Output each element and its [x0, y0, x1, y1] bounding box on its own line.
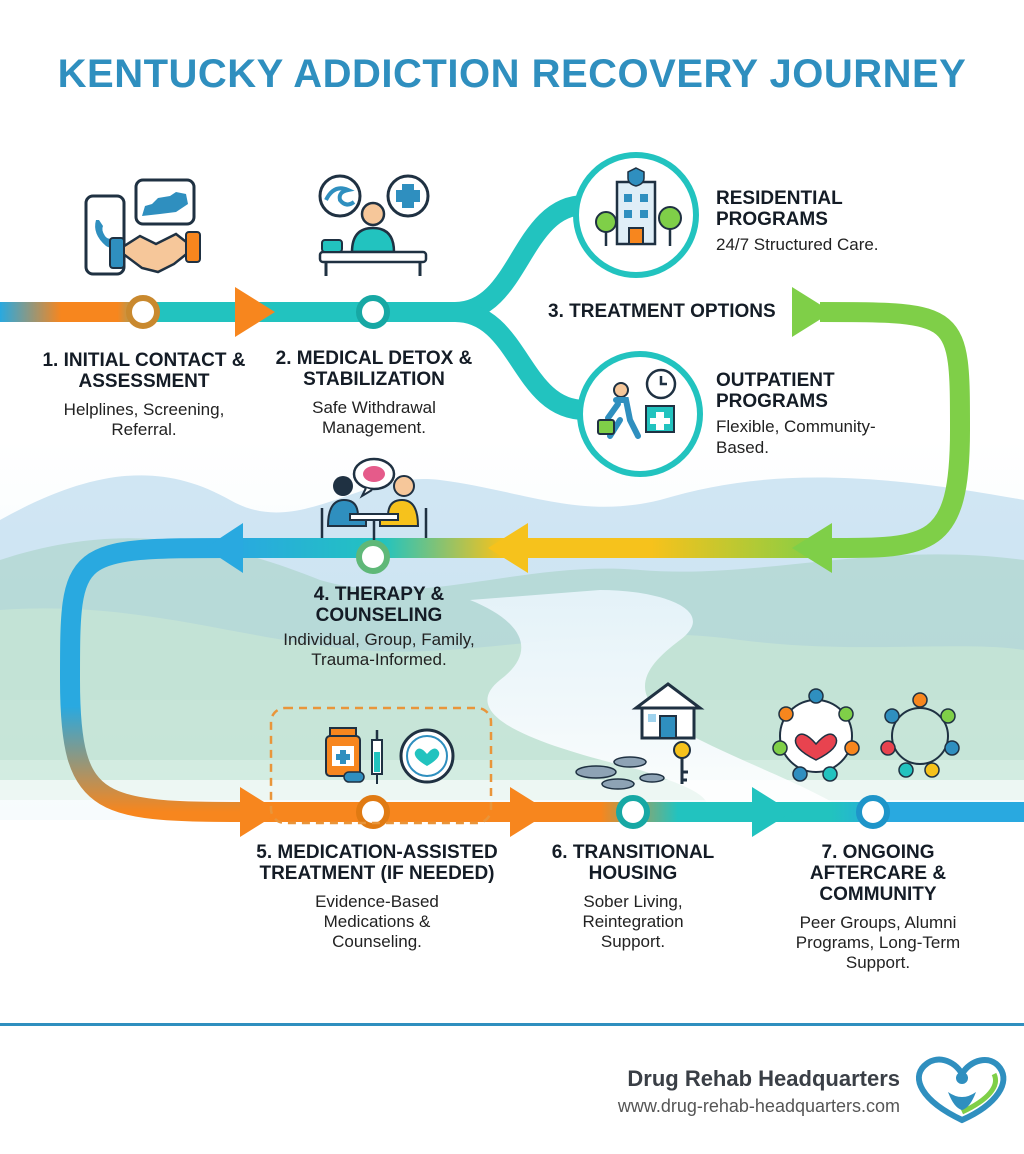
- stage-7: 7. ONGOING AFTERCARE & COMMUNITY Peer Gr…: [778, 842, 978, 973]
- community-circle-icon: [772, 688, 860, 782]
- residential-programs: RESIDENTIAL PROGRAMS 24/7 Structured Car…: [716, 188, 936, 255]
- residential-building-icon: [573, 152, 699, 278]
- house-icon: [631, 682, 705, 740]
- page-title: KENTUCKY ADDICTION RECOVERY JOURNEY: [57, 52, 967, 96]
- stage-4-heading: 4. THERAPY & COUNSELING: [313, 584, 445, 626]
- outpatient-walking-icon: [577, 351, 703, 477]
- outpatient-programs: OUTPATIENT PROGRAMS Flexible, Community-…: [716, 370, 926, 458]
- key-icon: [673, 741, 691, 784]
- stage-5: 5. MEDICATION-ASSISTED TREATMENT (IF NEE…: [250, 842, 504, 952]
- stage-6: 6. TRANSITIONAL HOUSING Sober Living, Re…: [540, 842, 726, 952]
- node-stage-6: [616, 795, 650, 829]
- brand-block: Drug Rehab Headquarters www.drug-rehab-h…: [618, 1066, 900, 1117]
- support-group-icon: [880, 692, 960, 778]
- node-stage-7: [856, 795, 890, 829]
- stage-6-heading: 6. TRANSITIONAL HOUSING: [551, 842, 715, 884]
- footer-divider: [0, 1023, 1024, 1026]
- stepping-stones-icon: [575, 756, 665, 790]
- stage-4-description: Individual, Group, Family, Trauma-Inform…: [283, 630, 475, 669]
- patient-bed-icon: [318, 201, 428, 276]
- stage-1-description: Helplines, Screening, Referral.: [63, 400, 225, 439]
- clock-icon: [645, 368, 677, 400]
- stage-2-description: Safe Withdrawal Management.: [312, 398, 436, 437]
- node-stage-5: [356, 795, 390, 829]
- water-wave-icon: [318, 174, 362, 218]
- syringe-icon: [371, 730, 383, 784]
- brand-name: Drug Rehab Headquarters: [627, 1066, 900, 1091]
- logo-heart-icon: [915, 1056, 1007, 1124]
- stage-1: 1. INITIAL CONTACT & ASSESSMENT Helpline…: [38, 350, 250, 440]
- stage-2-heading: 2. MEDICAL DETOX & STABILIZATION: [275, 348, 473, 390]
- node-stage-4: [356, 540, 390, 574]
- residential-description: 24/7 Structured Care.: [716, 235, 879, 254]
- stage-2: 2. MEDICAL DETOX & STABILIZATION Safe Wi…: [266, 348, 482, 438]
- medication-bottle-icon: [325, 727, 365, 783]
- brain-icon: [352, 457, 396, 499]
- stage-5-heading: 5. MEDICATION-ASSISTED TREATMENT (IF NEE…: [256, 842, 498, 884]
- caring-hands-icon: [399, 728, 455, 784]
- stage-1-heading: 1. INITIAL CONTACT & ASSESSMENT: [42, 350, 246, 392]
- kentucky-map-icon: [134, 178, 196, 226]
- journey-path: [0, 195, 1024, 837]
- stage-5-description: Evidence-Based Medications & Counseling.: [315, 892, 439, 951]
- landscape-background: [0, 440, 1024, 840]
- medical-cross-icon: [386, 174, 430, 218]
- brand-url[interactable]: www.drug-rehab-headquarters.com: [617, 1096, 900, 1116]
- stage-3-heading: 3. TREATMENT OPTIONS: [548, 301, 776, 322]
- mat-dashed-frame: [269, 706, 493, 825]
- stage-6-description: Sober Living, Reintegration Support.: [582, 892, 684, 951]
- stage-4: 4. THERAPY & COUNSELING Individual, Grou…: [262, 584, 496, 670]
- outpatient-heading: OUTPATIENT PROGRAMS: [716, 370, 835, 412]
- stage-7-heading: 7. ONGOING AFTERCARE & COMMUNITY: [809, 842, 947, 905]
- node-stage-1: [126, 295, 160, 329]
- outpatient-description: Flexible, Community-Based.: [716, 417, 876, 457]
- node-stage-2: [356, 295, 390, 329]
- handshake-icon: [109, 231, 201, 274]
- stage-7-description: Peer Groups, Alumni Programs, Long-Term …: [795, 913, 961, 972]
- counseling-session-icon: [320, 475, 428, 540]
- residential-heading: RESIDENTIAL PROGRAMS: [716, 188, 843, 230]
